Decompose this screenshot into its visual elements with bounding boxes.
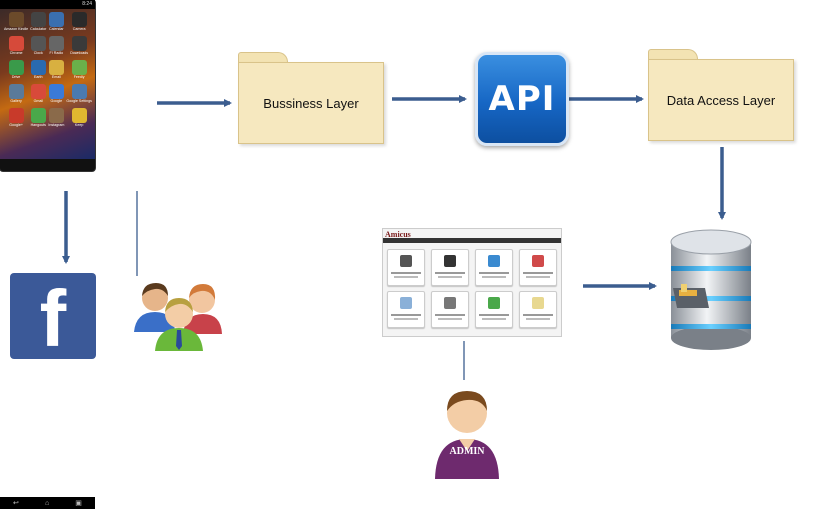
api-icon: API xyxy=(475,52,569,146)
instagram-icon xyxy=(48,108,64,123)
admin-label: ADMIN xyxy=(449,446,485,457)
admin-user-icon xyxy=(435,391,499,479)
phone-app-label: Gmail xyxy=(33,99,43,103)
google-plus-icon xyxy=(8,108,24,123)
phone-status-bar: 8:24 xyxy=(0,0,95,9)
phone-app-label: Email xyxy=(51,75,61,79)
phone-app-label: Calculator xyxy=(30,27,47,31)
facebook-logo-letter: f xyxy=(39,274,67,359)
status-time: 8:24 xyxy=(82,1,92,7)
phone-app-label: Google Settings xyxy=(66,99,92,103)
phone-app-label: FI Radio xyxy=(49,51,64,55)
camera-icon xyxy=(71,12,87,27)
phone-app-label: Google+ xyxy=(9,123,23,127)
phone-app: Instagram xyxy=(48,108,64,128)
phone-app-label: Calendar xyxy=(49,27,64,31)
earth-icon xyxy=(30,60,46,75)
chrome-icon xyxy=(8,36,24,51)
webapp-tile xyxy=(519,249,557,286)
webapp-tile xyxy=(475,249,513,286)
hangouts-icon xyxy=(30,108,46,123)
data-access-layer-folder: Data Access Layer xyxy=(648,49,794,141)
webapp-menubar xyxy=(383,238,561,243)
phone-app: Clock xyxy=(30,36,46,56)
phone-app-label: Feedly xyxy=(73,75,85,79)
phone-app-label: Downloads xyxy=(70,51,89,55)
api-label: API xyxy=(488,79,556,119)
webapp-tile xyxy=(431,291,469,328)
phone-app-label: Earth xyxy=(33,75,43,79)
phone-app-label: Gallery xyxy=(10,99,22,103)
phone-app-label: Keep xyxy=(74,123,84,127)
phone-app-label: Hangouts xyxy=(30,123,46,127)
phone-app: Keep xyxy=(66,108,92,128)
webapp-tile xyxy=(519,291,557,328)
business-layer-label: Bussiness Layer xyxy=(263,95,359,111)
phone-app: Amazon Kindle xyxy=(4,12,28,32)
folder-body: Data Access Layer xyxy=(648,59,794,141)
calculator-icon xyxy=(30,12,46,27)
phone-app-label: Amazon Kindle xyxy=(4,27,29,31)
phone-app: FI Radio xyxy=(48,36,64,56)
phone-app-label: Chrome xyxy=(9,51,23,55)
gallery-icon xyxy=(8,84,24,99)
data-access-layer-label: Data Access Layer xyxy=(666,92,776,108)
clock-icon xyxy=(30,36,46,51)
phone-app: Feedly xyxy=(66,60,92,80)
database-server-icon xyxy=(670,229,752,350)
phone-app-label: Drive xyxy=(11,75,21,79)
webapp-tile xyxy=(431,249,469,286)
phone-app: Chrome xyxy=(4,36,28,56)
phone-app: Gallery xyxy=(4,84,28,104)
phone-app: Calculator xyxy=(30,12,46,32)
google-settings-icon xyxy=(71,84,87,99)
email-icon xyxy=(48,60,64,75)
phone-app-label: Camera xyxy=(72,27,86,31)
business-layer-folder: Bussiness Layer xyxy=(238,52,384,144)
phone-app: Calendar xyxy=(48,12,64,32)
facebook-icon: f xyxy=(10,273,96,359)
folder-body: Bussiness Layer xyxy=(238,62,384,144)
gmail-icon xyxy=(30,84,46,99)
drive-icon xyxy=(8,60,24,75)
phone-app: Downloads xyxy=(66,36,92,56)
phone-app: Google xyxy=(48,84,64,104)
phone-app: Drive xyxy=(4,60,28,80)
users-group-icon xyxy=(134,283,222,351)
feedly-icon xyxy=(71,60,87,75)
web-app-screenshot: Amicus xyxy=(382,228,562,337)
phone-app-label: Google xyxy=(50,99,63,103)
webapp-tiles xyxy=(387,249,557,328)
kindle-icon xyxy=(8,12,24,27)
phone-app: Email xyxy=(48,60,64,80)
phone-app: Hangouts xyxy=(30,108,46,128)
downloads-icon xyxy=(71,36,87,51)
webapp-tile xyxy=(475,291,513,328)
phone-app: Earth xyxy=(30,60,46,80)
webapp-tile xyxy=(387,249,425,286)
radio-icon xyxy=(48,36,64,51)
phone-app: Gmail xyxy=(30,84,46,104)
keep-icon xyxy=(71,108,87,123)
phone-app: Google+ xyxy=(4,108,28,128)
phone-app: Camera xyxy=(66,12,92,32)
phone-app-label: Instagram xyxy=(48,123,65,127)
calendar-icon xyxy=(48,12,64,27)
phone-app: Google Settings xyxy=(66,84,92,104)
webapp-tile xyxy=(387,291,425,328)
google-icon xyxy=(48,84,64,99)
webapp-brand: Amicus xyxy=(385,230,411,239)
phone-app-label: Clock xyxy=(33,51,43,55)
